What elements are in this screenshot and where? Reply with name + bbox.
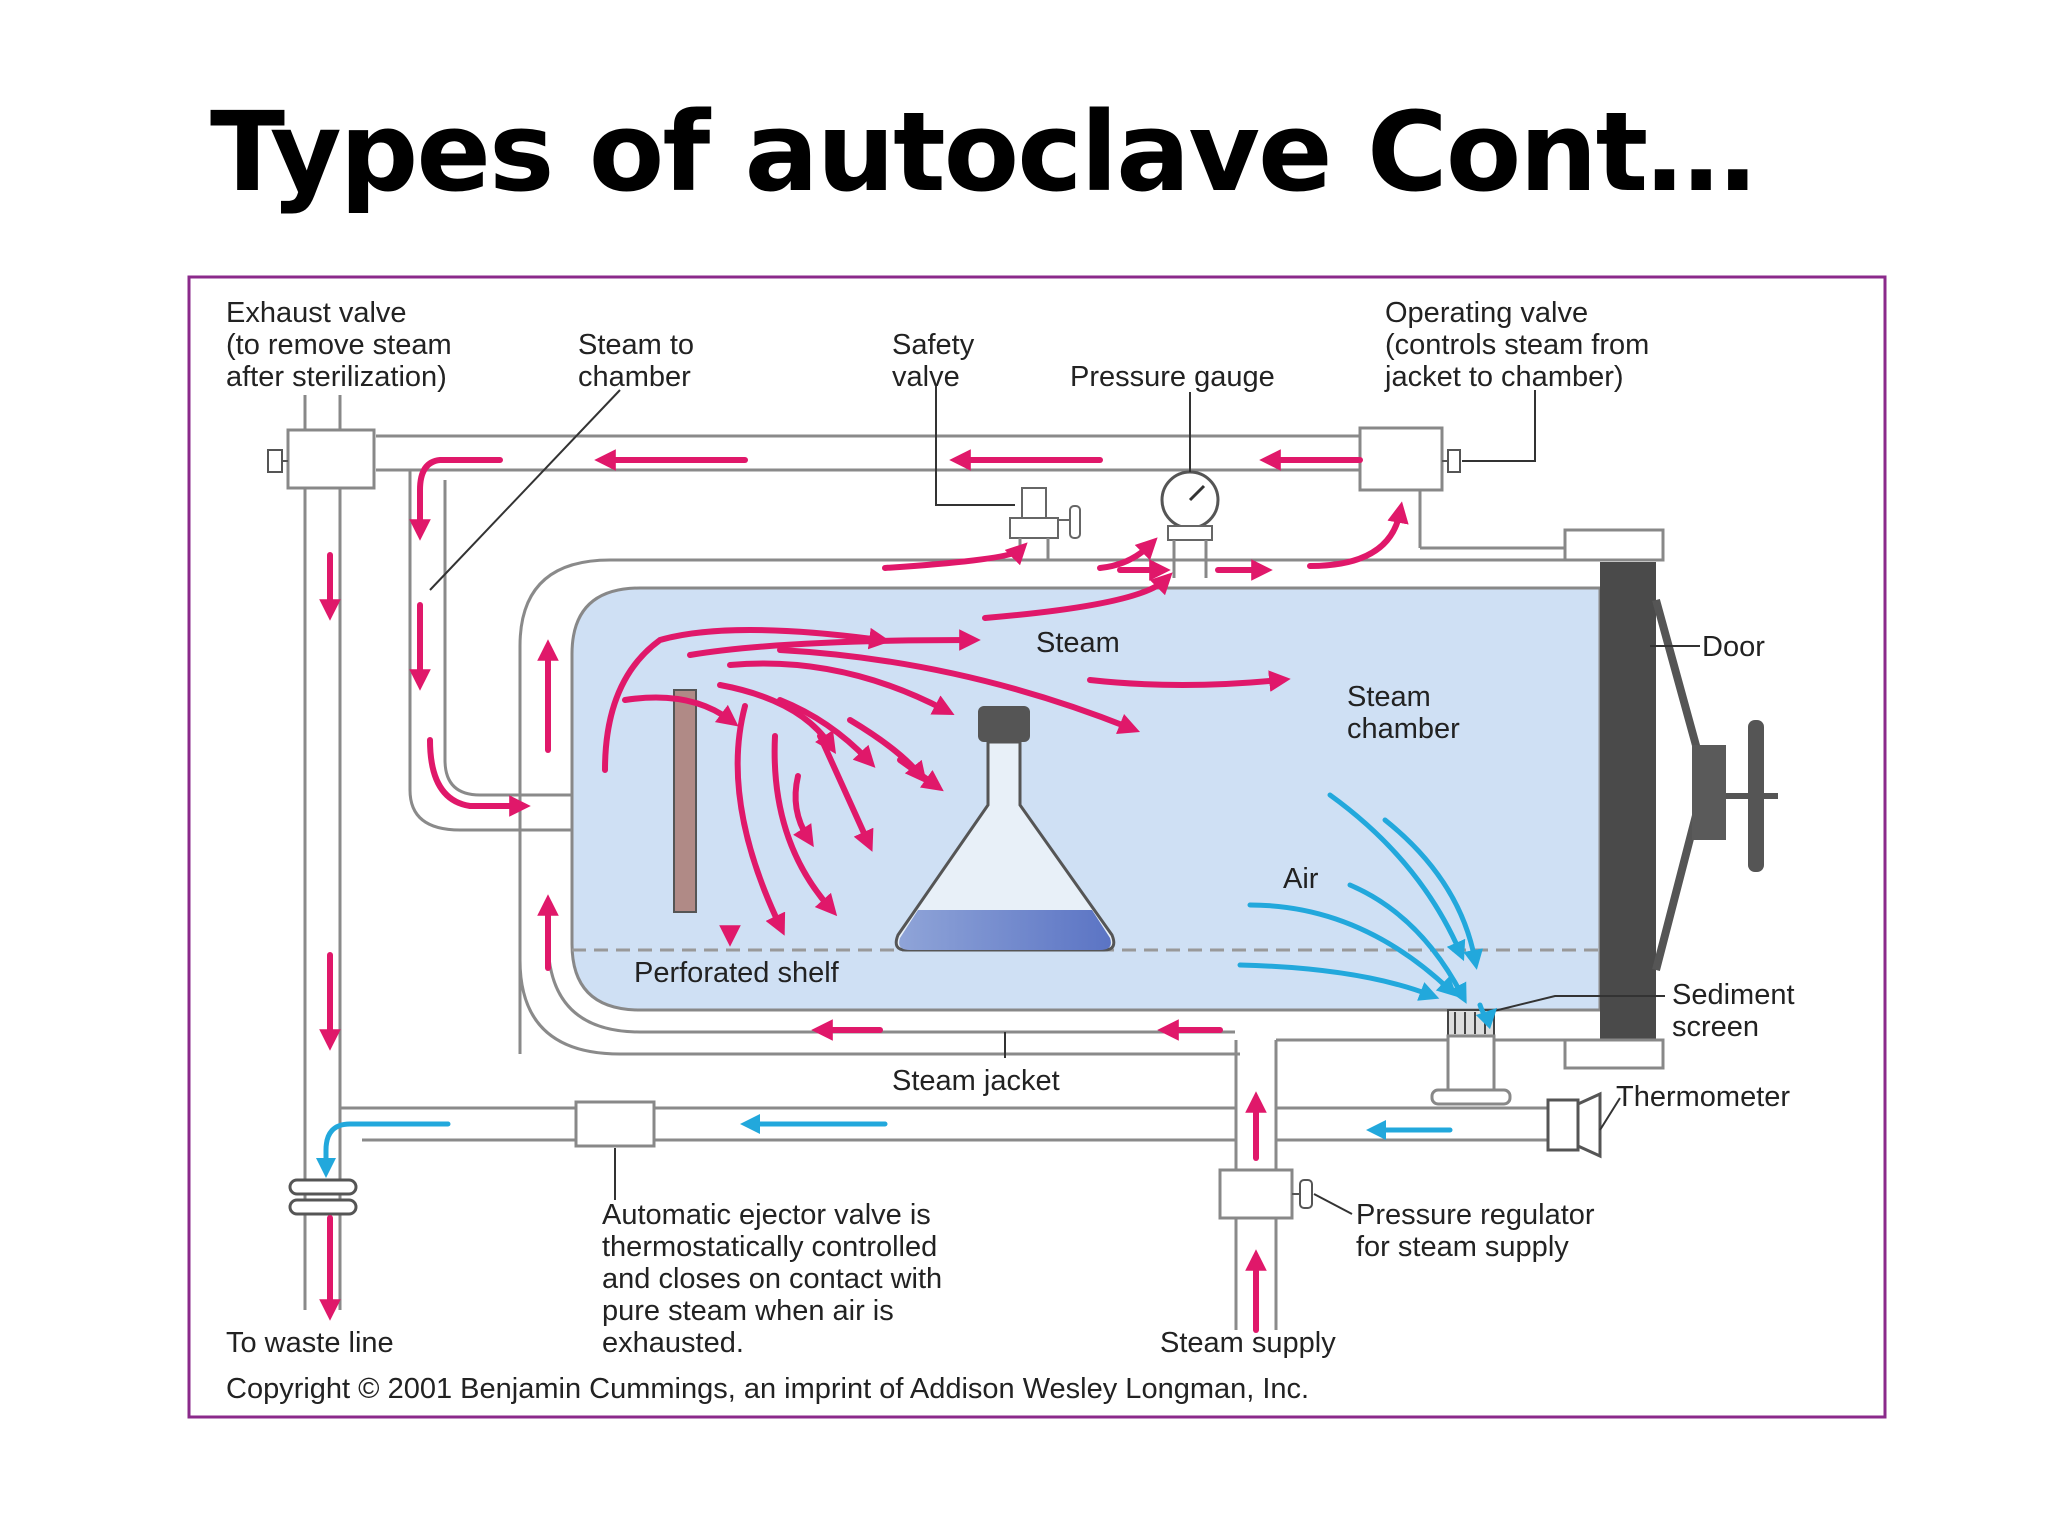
labels: Exhaust valve (to remove steam after ste… [226, 297, 1803, 1405]
label-automatic-ejector-valve: Automatic ejector valve is thermostatica… [602, 1199, 950, 1359]
label-air: Air [1283, 863, 1319, 895]
label-steam-supply: Steam supply [1160, 1327, 1336, 1359]
steam-flow-arrows [319, 449, 1409, 1333]
label-safety-valve: Safety valve [892, 329, 982, 393]
automatic-ejector-valve [574, 1100, 656, 1148]
label-perforated-shelf: Perforated shelf [634, 957, 840, 989]
piping [303, 434, 1665, 1330]
flask [894, 706, 1116, 952]
baffle-plate [673, 689, 697, 913]
label-operating-valve: Operating valve (controls steam from jac… [1384, 297, 1657, 393]
waste-line-coupling [288, 1178, 358, 1216]
label-exhaust-valve: Exhaust valve (to remove steam after ste… [226, 297, 460, 393]
pressure-regulator [1218, 1168, 1313, 1220]
slide-title: Types of autoclave Cont… [210, 88, 1756, 216]
safety-valve [1009, 487, 1081, 560]
label-to-waste-line: To waste line [226, 1327, 394, 1359]
exhaust-valve [267, 395, 376, 490]
leader-lines [429, 385, 1700, 1215]
label-steam-chamber: Steam chamber [1347, 681, 1460, 745]
label-thermometer: Thermometer [1616, 1081, 1790, 1113]
air-flow-arrows [316, 792, 1498, 1178]
label-pressure-regulator: Pressure regulator for steam supply [1356, 1199, 1603, 1263]
label-steam: Steam [1036, 627, 1120, 659]
label-door: Door [1702, 631, 1765, 663]
copyright-notice: Copyright © 2001 Benjamin Cummings, an i… [226, 1373, 1309, 1405]
label-sediment-screen: Sediment screen [1672, 979, 1803, 1043]
label-steam-jacket: Steam jacket [892, 1065, 1060, 1097]
operating-valve [1358, 426, 1461, 492]
label-pressure-gauge: Pressure gauge [1070, 361, 1275, 393]
label-steam-to-chamber: Steam to chamber [578, 329, 702, 393]
door [1600, 562, 1778, 1040]
pressure-gauge [1160, 470, 1220, 578]
